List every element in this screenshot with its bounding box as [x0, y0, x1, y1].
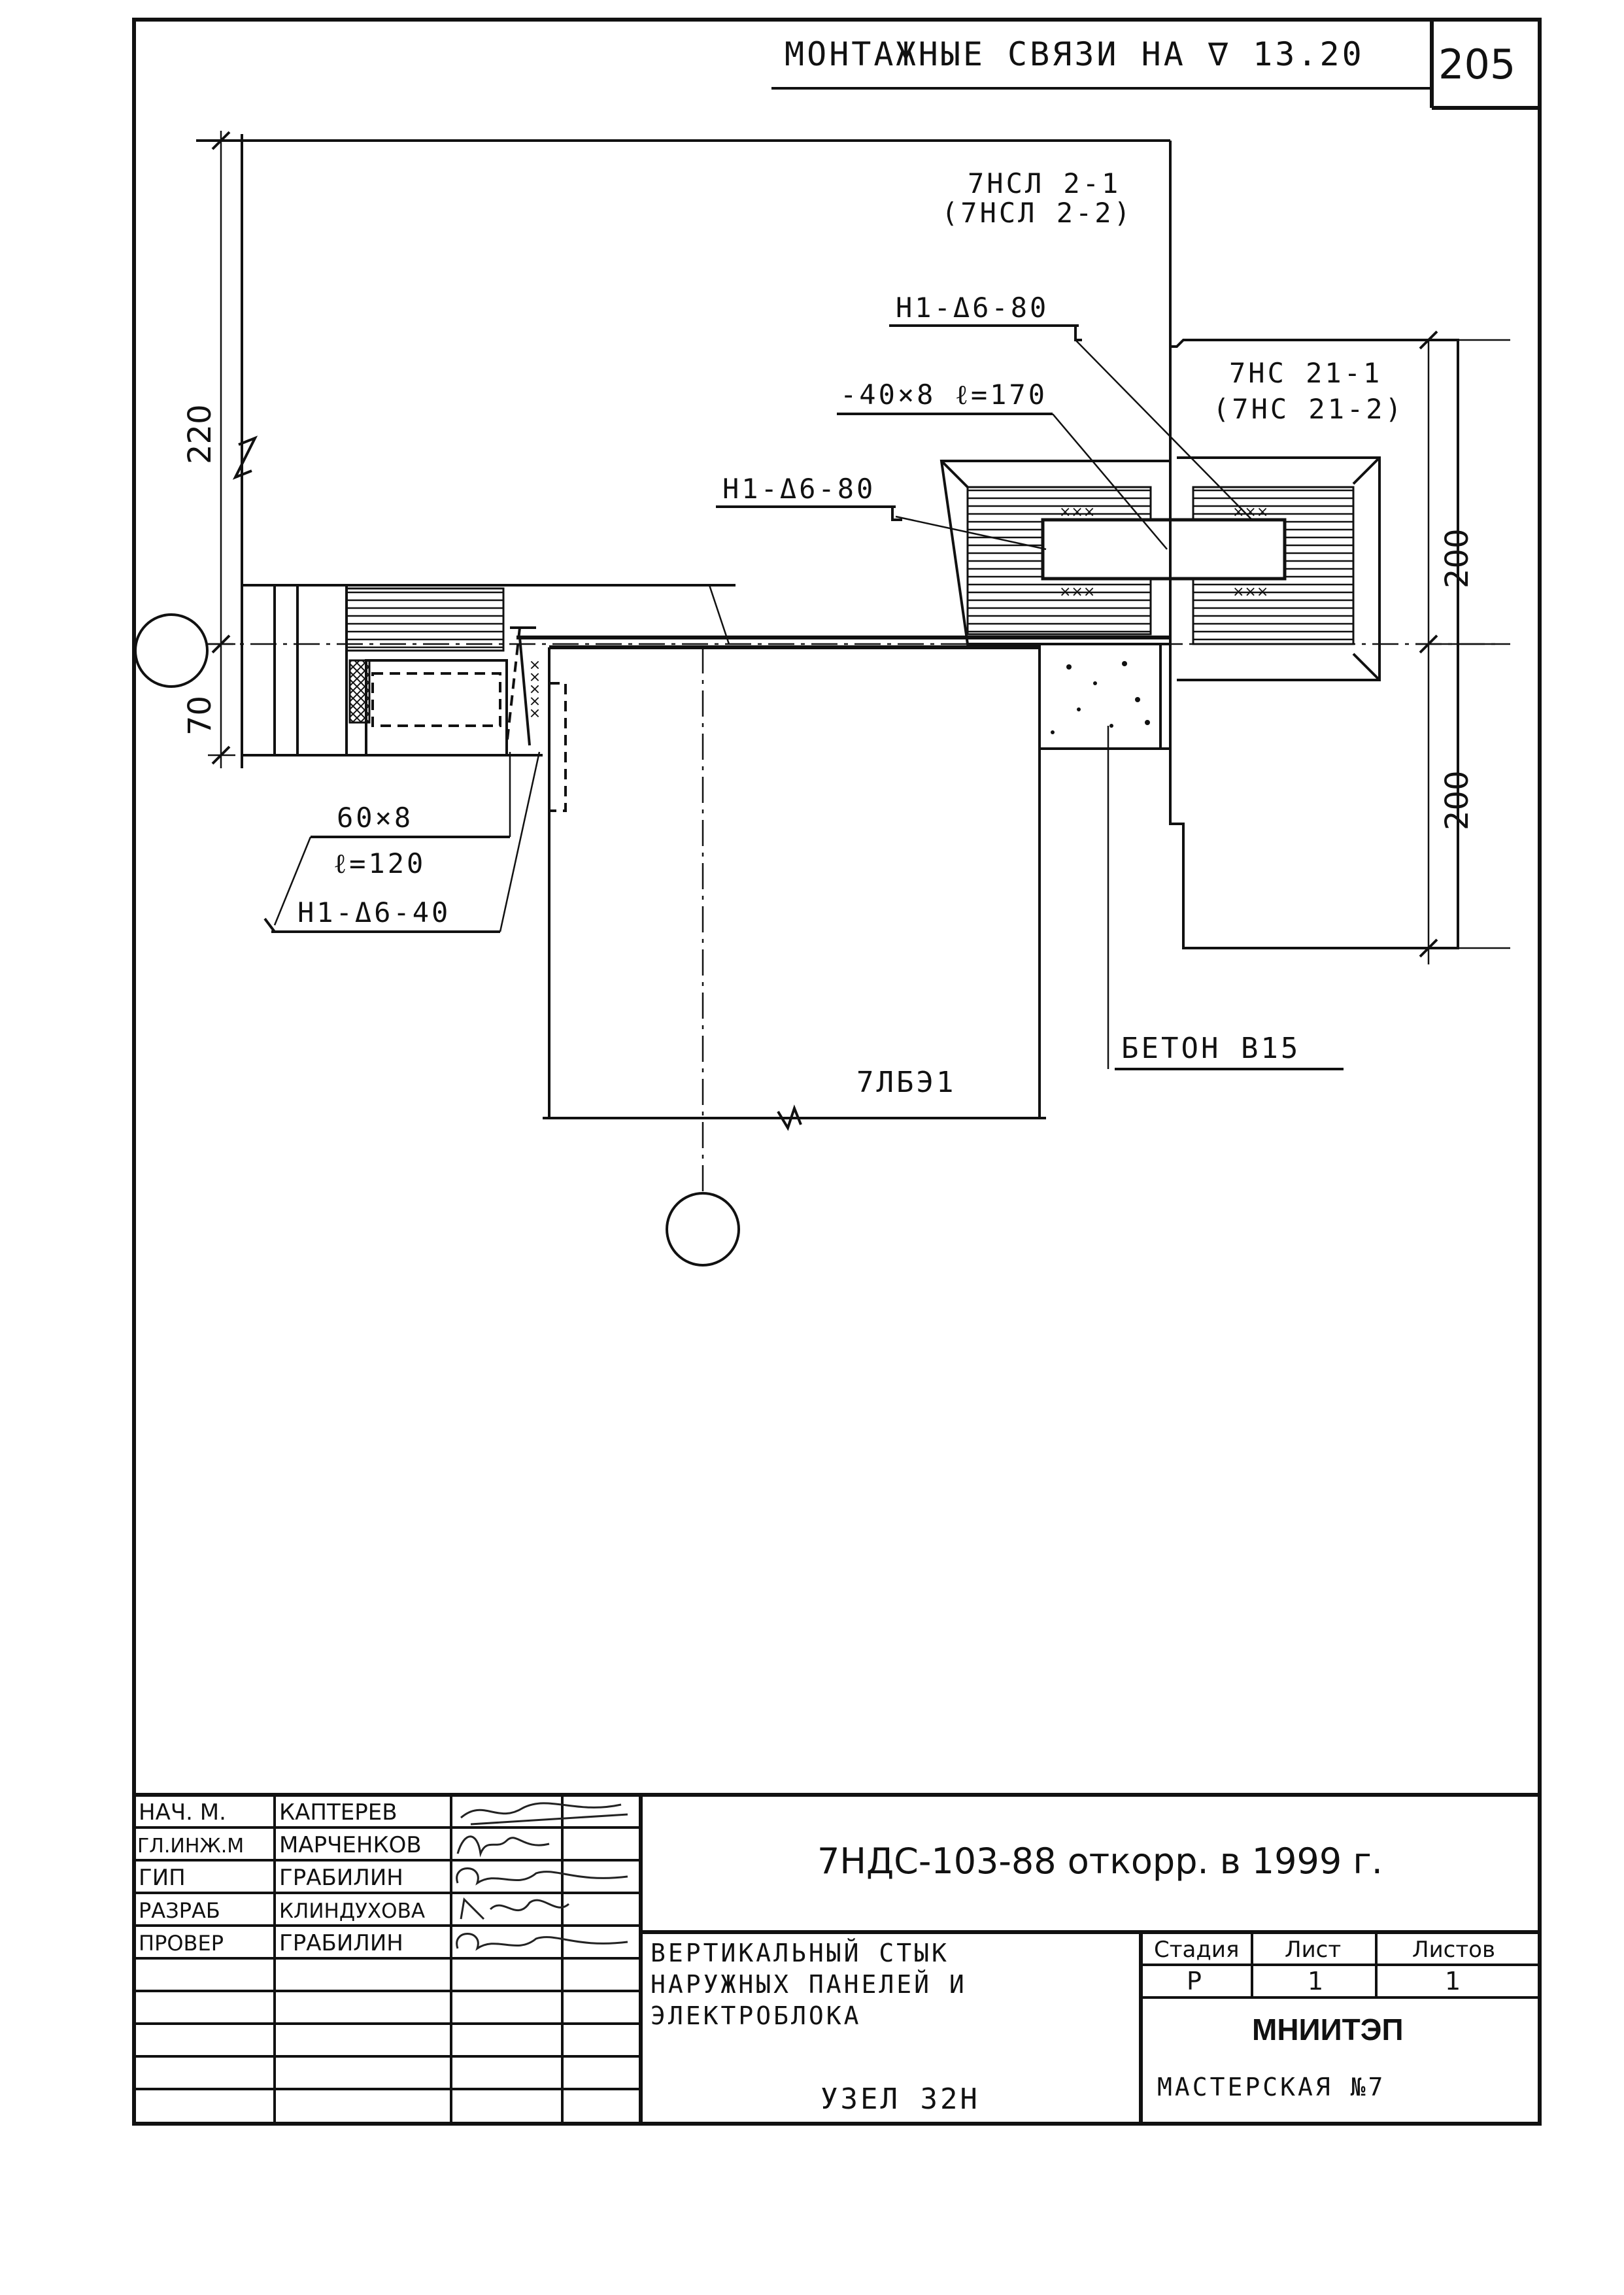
node-label: УЗЕЛ 32Н [820, 2082, 980, 2116]
axis-bubble-bottom [666, 1192, 740, 1266]
name-klindukhova: КЛИНДУХОВА [279, 1899, 425, 1923]
embedded-plate-left [371, 672, 501, 727]
document-code: 7НДС-103-88 откорр. в 1999 г. [817, 1841, 1383, 1882]
description-line-1: ВЕРТИКАЛЬНЫЙ СТЫК [651, 1939, 949, 1967]
weld-callout-mid: Н1-Δ6-80 [722, 473, 875, 505]
right-panel-mark-alt: (7НС 21-2) [1213, 393, 1404, 425]
role-nach: НАЧ. М. [139, 1799, 226, 1826]
electroblock [543, 645, 1046, 1131]
dim-200-upper: 200 [1439, 528, 1476, 588]
electroblock-mark: 7ЛБЭ1 [856, 1066, 956, 1099]
stage-header: Стадия [1154, 1937, 1239, 1963]
sheets-header: Листов [1412, 1937, 1495, 1963]
title-block [134, 1793, 1540, 2124]
signature-5 [456, 1933, 628, 1951]
sheet-frame [132, 18, 1542, 2126]
dim-200-lower: 200 [1439, 770, 1476, 830]
name-kapterev: КАПТЕРЕВ [279, 1799, 398, 1826]
weld-marks-center-1: ××× [1059, 504, 1095, 520]
sheets-value: 1 [1445, 1967, 1461, 1996]
weld-callout-left: Н1-Δ6-40 [297, 896, 450, 928]
stage-value: Р [1187, 1967, 1202, 1996]
name-grabilin-1: ГРАБИЛИН [279, 1865, 403, 1891]
signature-1 [460, 1802, 628, 1826]
right-joint: ××× ××× ××× ××× [939, 339, 1459, 1069]
role-gl-inzh: ГЛ.ИНЖ.М [137, 1835, 244, 1858]
description-line-3: ЭЛЕКТРОБЛОКА [651, 2001, 862, 2030]
right-panel-mark: 7НС 21-1 [1229, 357, 1382, 389]
axis-bubble-left [134, 613, 209, 688]
role-razrab: РАЗРАБ [139, 1898, 220, 1923]
sheet-value: 1 [1308, 1967, 1323, 1996]
signature-4 [460, 1897, 570, 1920]
workshop: МАСТЕРСКАЯ №7 [1157, 2073, 1385, 2101]
header-title: МОНТАЖНЫЕ СВЯЗИ НА ∇ 13.20 [785, 35, 1364, 73]
weld-marks-left: ××××× [527, 659, 543, 719]
sheet-header: Лист [1285, 1937, 1341, 1963]
connection-plate-center [1041, 518, 1287, 581]
concrete-dots [1051, 661, 1150, 734]
dim-70: 70 [182, 696, 218, 736]
upper-panel [196, 134, 1172, 768]
weld-callout-top: Н1-Δ6-80 [896, 292, 1049, 324]
connection-plate-left [548, 682, 567, 812]
concrete-label: БЕТОН В15 [1121, 1032, 1300, 1065]
name-marchenkov: МАРЧЕНКОВ [279, 1832, 422, 1858]
sheet-number: 205 [1438, 41, 1515, 88]
signature-2 [456, 1835, 550, 1858]
plate-callout-left: 60×8 [337, 802, 413, 834]
description-line-2: НАРУЖНЫХ ПАНЕЛЕЙ И [651, 1970, 967, 1999]
plate-callout-top: -40×8 ℓ=170 [840, 379, 1047, 411]
insulation-hatch-left [345, 587, 505, 652]
role-gip: ГИП [139, 1865, 186, 1891]
weld-marks-center-2: ××× [1059, 584, 1095, 600]
weld-marks-center-4: ××× [1232, 584, 1268, 600]
role-prover: ПРОВЕР [139, 1931, 224, 1956]
plate-length-left: ℓ=120 [333, 847, 426, 879]
upper-panel-mark-alt: (7НСЛ 2-2) [941, 197, 1133, 229]
organization: МНИИТЭП [1252, 2013, 1404, 2047]
signature-3 [456, 1867, 628, 1886]
upper-panel-mark: 7НСЛ 2-1 [968, 167, 1121, 199]
name-grabilin-2: ГРАБИЛИН [279, 1930, 403, 1956]
concrete-fill [1038, 643, 1162, 750]
dim-220: 220 [182, 404, 218, 464]
